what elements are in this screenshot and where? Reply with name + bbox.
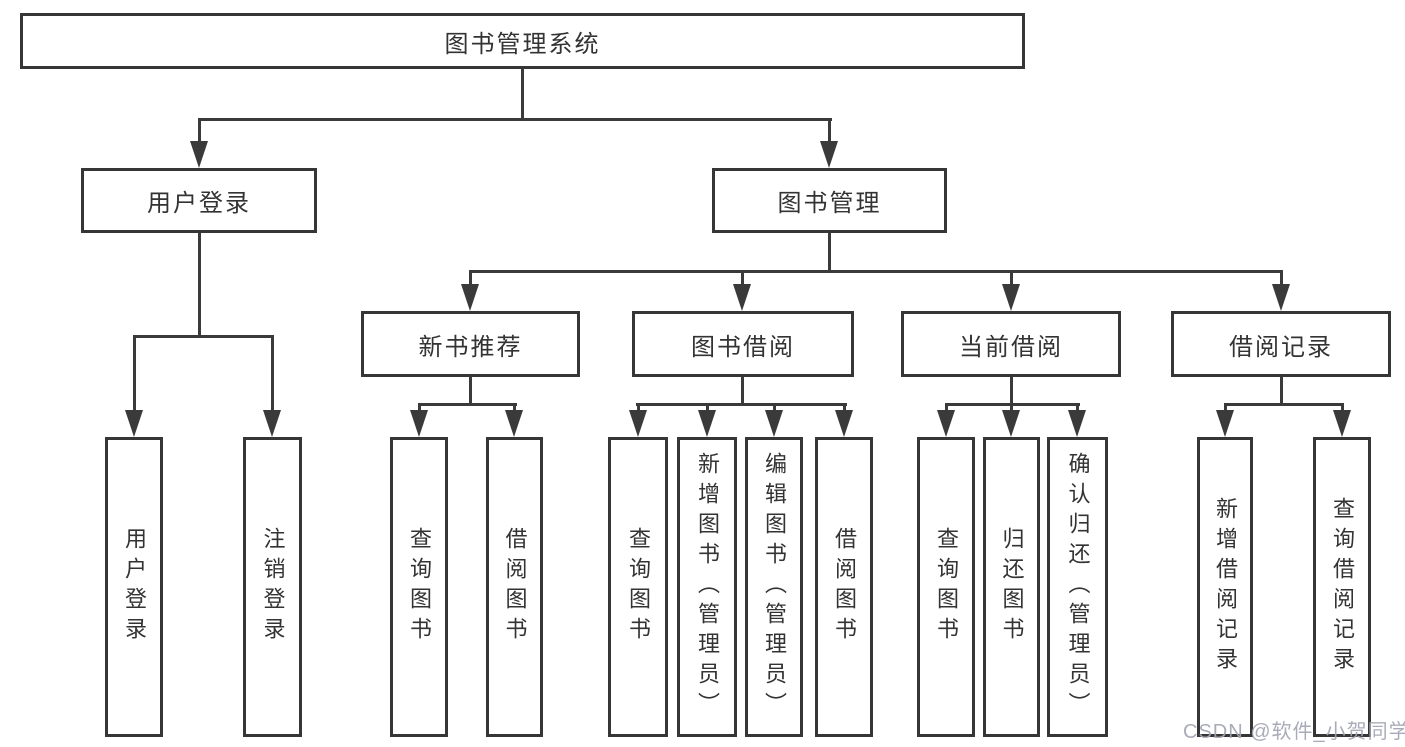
arrowhead-to-query-record <box>1333 410 1351 437</box>
leaf-add-borrow-record: 新增借阅记录 <box>1197 437 1253 737</box>
arrowhead-to-return-books <box>1002 410 1020 437</box>
leaf-query-books-recommend-label: 查询图书 <box>407 527 432 647</box>
leaf-logout-label: 注销登录 <box>260 527 286 647</box>
csdn-watermark: CSDN @软件_小贺同学 <box>1183 721 1405 743</box>
leaf-query-borrow-record: 查询借阅记录 <box>1313 437 1371 737</box>
connector-login-stem <box>198 233 201 338</box>
leaf-borrow-books-borrowing-label: 借阅图书 <box>832 527 857 647</box>
connector-stub-user-login <box>198 121 201 141</box>
arrowhead-to-borrowing-records <box>1272 284 1290 311</box>
arrowhead-to-book-borrowing <box>733 284 751 311</box>
leaf-borrow-books-recommend-label: 借阅图书 <box>502 527 528 647</box>
connector-records-crossbar <box>1224 403 1344 406</box>
leaf-query-books-borrowing: 查询图书 <box>608 437 668 737</box>
leaf-return-books: 归还图书 <box>983 437 1040 737</box>
arrowhead-to-leaf-logout <box>263 410 281 437</box>
node-current-borrowing: 当前借阅 <box>901 311 1121 377</box>
leaf-query-books-recommend: 查询图书 <box>390 437 448 737</box>
connector-newbook-stem <box>469 377 472 405</box>
connector-newbook-crossbar <box>418 403 517 406</box>
leaf-confirm-return-admin: 确认归还（管理员） <box>1047 437 1108 737</box>
arrowhead-to-query-1 <box>410 410 428 437</box>
leaf-add-books-admin-label: 新增图书（管理员） <box>695 452 720 722</box>
connector-current-crossbar <box>945 403 1080 406</box>
connector-stub-query-record <box>1341 406 1344 410</box>
connector-login-crossbar <box>133 335 274 338</box>
connector-stub-book-management <box>828 121 831 141</box>
leaf-query-borrow-record-label: 查询借阅记录 <box>1330 497 1355 677</box>
connector-borrowing-crossbar <box>636 403 847 406</box>
connector-stub-confirm-return <box>1076 406 1079 410</box>
node-borrowing-records: 借阅记录 <box>1171 311 1391 377</box>
connector-stub-leaf-logout <box>271 338 274 410</box>
leaf-edit-books-admin-label: 编辑图书（管理员） <box>762 452 787 722</box>
leaf-borrow-books-borrowing: 借阅图书 <box>815 437 873 737</box>
connector-mgmt-crossbar <box>469 270 1283 273</box>
connector-stub-add-record <box>1224 406 1227 410</box>
connector-stub-current-borrowing <box>1010 273 1013 284</box>
arrowhead-to-query-2 <box>629 410 647 437</box>
connector-stub-return-books <box>1010 406 1013 410</box>
connector-stub-book-borrowing <box>741 273 744 284</box>
arrowhead-to-edit-books <box>765 410 783 437</box>
node-new-book-recommendation: 新书推荐 <box>361 311 580 377</box>
arrowhead-to-confirm-return <box>1068 410 1086 437</box>
connector-stub-leaf-user-login <box>133 338 136 410</box>
arrowhead-to-add-record <box>1216 410 1234 437</box>
connector-mgmt-stem <box>828 233 831 273</box>
connector-borrowing-stem <box>741 377 744 405</box>
arrowhead-to-add-books <box>698 410 716 437</box>
arrowhead-to-borrow-1 <box>505 410 523 437</box>
connector-stub-borrow-2 <box>843 406 846 410</box>
arrowhead-to-user-login <box>190 141 208 168</box>
arrowhead-to-borrow-2 <box>835 410 853 437</box>
connector-stub-borrow-1 <box>513 406 516 410</box>
arrowhead-to-current-borrowing <box>1002 284 1020 311</box>
leaf-add-borrow-record-label: 新增借阅记录 <box>1213 497 1238 677</box>
connector-root-stem <box>521 69 524 121</box>
arrowhead-to-query-3 <box>937 410 955 437</box>
connector-stub-query-3 <box>945 406 948 410</box>
leaf-edit-books-admin: 编辑图书（管理员） <box>745 437 803 737</box>
leaf-confirm-return-admin-label: 确认归还（管理员） <box>1065 452 1091 722</box>
leaf-add-books-admin: 新增图书（管理员） <box>677 437 737 737</box>
leaf-logout: 注销登录 <box>243 437 302 737</box>
arrowhead-to-leaf-user-login <box>125 410 143 437</box>
leaf-user-login: 用户登录 <box>105 437 163 737</box>
leaf-user-login-label: 用户登录 <box>122 527 147 647</box>
connector-stub-borrowing-records <box>1280 273 1283 284</box>
node-library-system: 图书管理系统 <box>20 13 1025 69</box>
node-user-login: 用户登录 <box>81 168 317 233</box>
leaf-query-books-current-label: 查询图书 <box>934 527 959 647</box>
connector-stub-new-book <box>469 273 472 284</box>
connector-stub-query-2 <box>637 406 640 410</box>
connector-stub-add-books <box>706 406 709 410</box>
arrowhead-to-new-book <box>461 284 479 311</box>
node-book-management: 图书管理 <box>712 168 947 233</box>
connector-stub-edit-books <box>773 406 776 410</box>
leaf-return-books-label: 归还图书 <box>999 527 1025 647</box>
node-book-borrowing: 图书借阅 <box>632 311 854 377</box>
leaf-borrow-books-recommend: 借阅图书 <box>486 437 543 737</box>
connector-root-crossbar <box>198 118 832 121</box>
leaf-query-books-borrowing-label: 查询图书 <box>626 527 651 647</box>
leaf-query-books-current: 查询图书 <box>917 437 975 737</box>
connector-stub-query-1 <box>418 406 421 410</box>
connector-current-stem <box>1010 377 1013 405</box>
connector-records-stem <box>1280 377 1283 405</box>
arrowhead-to-book-management <box>820 141 838 168</box>
